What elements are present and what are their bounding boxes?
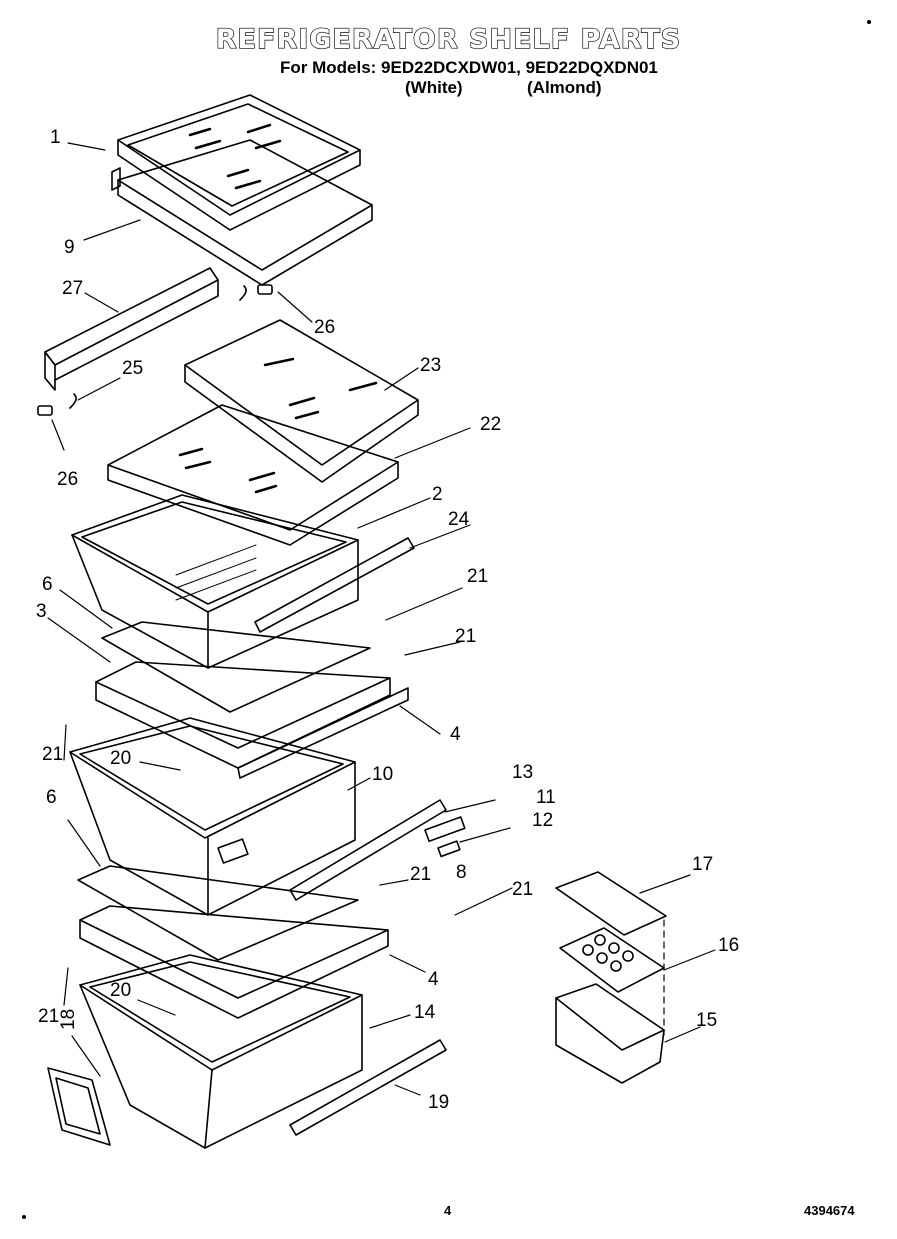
callout-21b: 21 <box>455 626 476 647</box>
callout-12: 12 <box>532 810 553 831</box>
callout-9: 9 <box>64 237 75 258</box>
part-11-slide <box>424 816 466 843</box>
part-6-3-4-crisper-cover-assembly <box>95 621 409 779</box>
callout-11: 11 <box>536 787 556 808</box>
callout-20b: 20 <box>110 980 131 1001</box>
callout-22: 22 <box>480 414 501 435</box>
variant-white: (White) <box>405 78 463 97</box>
part-24-drawer-trim <box>254 537 415 633</box>
registration-mark-bottom <box>22 1215 26 1219</box>
part-1-top-glass-shelf <box>117 94 361 231</box>
callout-4a: 4 <box>450 724 461 745</box>
page-number: 4 <box>444 1203 452 1218</box>
part-17-egg-bin-lid <box>555 871 667 936</box>
part-18-label-frame <box>47 1067 111 1146</box>
callout-13: 13 <box>512 762 533 783</box>
callout-21d: 21 <box>410 864 431 885</box>
callout-21a: 21 <box>467 566 488 587</box>
callout-2: 2 <box>432 484 443 505</box>
callout-19: 19 <box>428 1092 449 1113</box>
callout-21f: 21 <box>38 1006 59 1027</box>
callout-8: 8 <box>456 862 467 883</box>
part-10-crisper-drawer <box>69 717 356 916</box>
page-title: REFRIGERATOR SHELF PARTS <box>215 23 682 55</box>
lower-crisper-cover-assembly <box>77 865 389 1019</box>
callout-20a: 20 <box>110 748 131 769</box>
part-16-egg-tray <box>559 927 665 993</box>
callout-24: 24 <box>448 509 470 530</box>
callout-3: 3 <box>36 601 47 622</box>
callout-26: 26 <box>314 317 335 338</box>
callout-6b: 6 <box>46 787 57 808</box>
callout-16: 16 <box>718 935 739 956</box>
callout-18: 18 <box>58 1009 79 1030</box>
part-2-crisper-drawer <box>71 494 359 669</box>
part-23-glass-insert <box>184 319 419 483</box>
variant-almond: (Almond) <box>527 78 602 97</box>
part-19-drawer-trim <box>289 1039 447 1136</box>
callout-17: 17 <box>692 854 713 875</box>
part-25-26-clips-and-screws <box>37 284 273 416</box>
callout-21e: 21 <box>512 879 533 900</box>
callout-25: 25 <box>122 358 143 379</box>
callout-27: 27 <box>62 278 83 299</box>
callout-23: 23 <box>420 355 441 376</box>
callout-1: 1 <box>50 127 61 148</box>
part-13-drawer-trim <box>289 799 447 901</box>
callout-10: 10 <box>372 764 393 785</box>
registration-mark <box>867 20 871 24</box>
part-14-meat-drawer <box>79 954 363 1149</box>
model-numbers: For Models: 9ED22DCXDW01, 9ED22DQXDN01 <box>280 58 658 77</box>
part-22-shelf-frame <box>107 404 399 546</box>
part-15-egg-bin <box>555 983 665 1084</box>
callout-leaders <box>47 142 716 1096</box>
callout-4b: 4 <box>428 969 439 990</box>
callout-21c: 21 <box>42 744 63 765</box>
callout-26b: 26 <box>57 469 78 490</box>
callout-6: 6 <box>42 574 53 595</box>
callout-numbers: 1 9 27 26 25 23 26 22 2 24 6 21 3 21 21 … <box>36 127 739 1113</box>
callout-14: 14 <box>414 1002 436 1023</box>
document-number: 4394674 <box>804 1203 855 1218</box>
callout-15: 15 <box>696 1010 717 1031</box>
part-27-trim-rail <box>44 267 219 391</box>
part-12-slide-cap <box>437 840 461 858</box>
